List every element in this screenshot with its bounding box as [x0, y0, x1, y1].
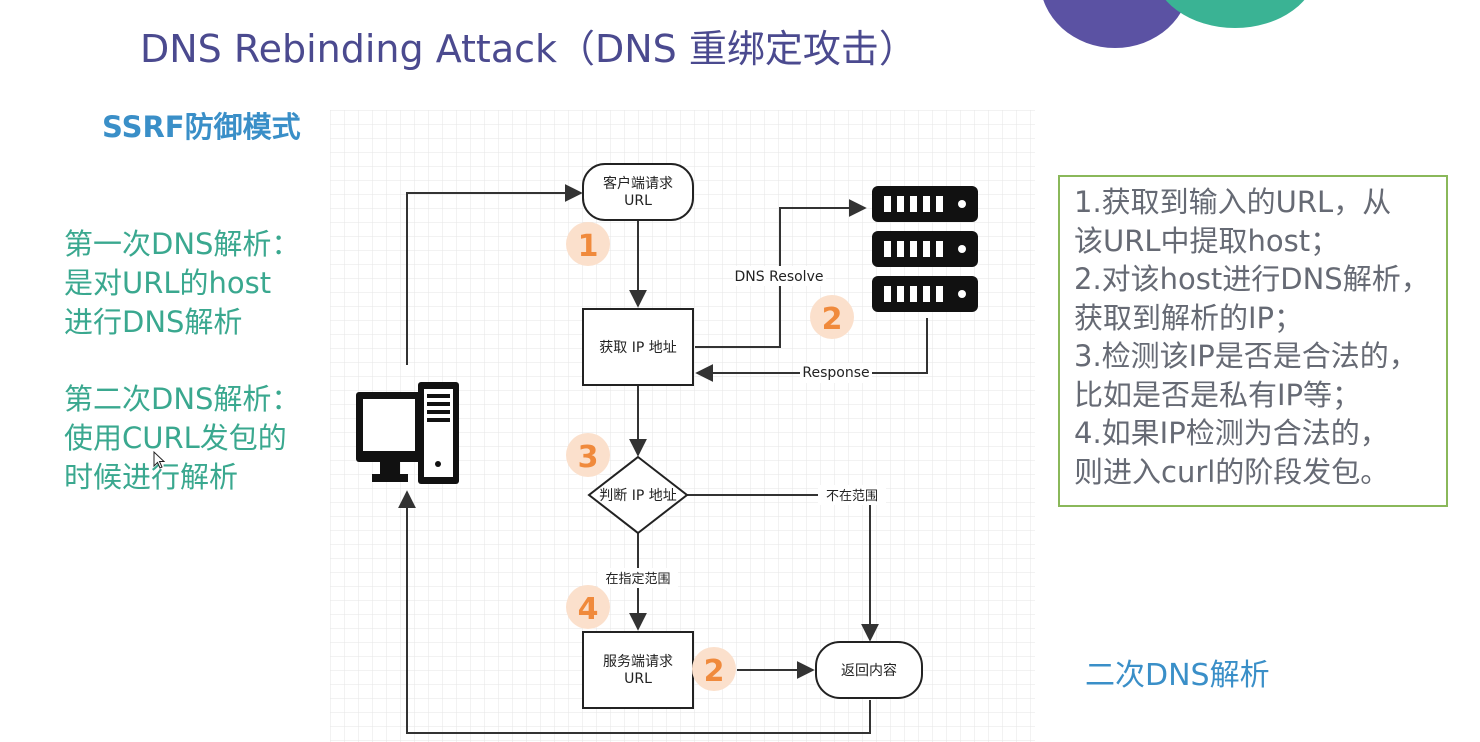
server-request-line2: URL [624, 671, 652, 687]
badge-second-dns-label: 2 [704, 654, 725, 689]
get-ip-node [582, 308, 694, 386]
computer-icon [356, 382, 459, 484]
step-badges: 1 2 3 4 2 [566, 222, 854, 691]
note-line: 是对URL的host [64, 266, 272, 300]
judge-ip-node [587, 455, 689, 535]
badge-step-3 [566, 433, 610, 477]
step-line: 1.获取到输入的URL，从 [1074, 185, 1392, 219]
connectors [398, 184, 928, 734]
step-line: 4.如果IP检测为合法的， [1074, 416, 1389, 450]
first-dns-note: 第一次DNS解析： 是对URL的host 进行DNS解析 [64, 225, 300, 342]
decorative-shapes [1043, 0, 1305, 48]
arrow-response [695, 318, 928, 382]
badge-step-1-label: 1 [578, 229, 599, 264]
step-line: 获取到解析的IP； [1074, 300, 1304, 335]
page-title: DNS Rebinding Attack（DNS 重绑定攻击） [140, 27, 917, 71]
decor-purple-shape [1043, 0, 1187, 48]
second-dns-note: 第二次DNS解析： 使用CURL发包的 时候进行解析 [64, 380, 300, 497]
server-icon [872, 186, 978, 312]
arrow-return-to-computer [398, 490, 871, 734]
step-line: 2.对该host进行DNS解析， [1074, 262, 1430, 296]
arrow-not-in-range [687, 494, 879, 642]
note-line: 时候进行解析 [64, 460, 239, 494]
badge-second-dns [692, 647, 736, 691]
judge-ip-label: 判断 IP 地址 [599, 488, 676, 504]
client-request-node [582, 163, 694, 221]
get-ip-label: 获取 IP 地址 [599, 340, 676, 356]
return-content-label: 返回内容 [841, 662, 897, 679]
client-request-line1: 客户端请求 [603, 175, 673, 192]
not-in-range-label: 不在范围 [826, 489, 878, 504]
badge-step-2-label: 2 [822, 302, 843, 337]
decor-green-shape [1165, 0, 1305, 28]
return-content-node [815, 641, 923, 699]
client-request-line2: URL [624, 193, 652, 209]
second-dns-label: 二次DNS解析 [1085, 658, 1270, 693]
note-line: 第一次DNS解析： [64, 227, 301, 261]
response-label: Response [802, 365, 869, 381]
in-range-label: 在指定范围 [605, 572, 670, 587]
step-line: 3.检测该IP是否是合法的， [1074, 339, 1418, 373]
steps-box: 1.获取到输入的URL，从 该URL中提取host； 2.对该host进行DNS… [1058, 175, 1448, 507]
badge-step-3-label: 3 [578, 440, 599, 475]
arrow-computer-to-client [406, 184, 583, 365]
badge-step-4 [566, 585, 610, 629]
step-line: 该URL中提取host； [1074, 223, 1340, 258]
section-subtitle: SSRF防御模式 [102, 110, 301, 144]
server-request-line1: 服务端请求 [603, 654, 673, 670]
mouse-cursor-icon [153, 450, 166, 469]
dns-resolve-label: DNS Resolve [735, 269, 824, 285]
step-line: 则进入curl的阶段发包。 [1074, 454, 1390, 489]
badge-step-1 [566, 222, 610, 266]
note-line: 第二次DNS解析： [64, 382, 301, 416]
badge-step-2 [810, 295, 854, 339]
note-line: 使用CURL发包的 [64, 421, 287, 455]
step-line: 比如是否是私有IP等； [1074, 377, 1362, 412]
server-request-node [582, 631, 694, 709]
note-line: 进行DNS解析 [64, 305, 243, 339]
badge-step-4-label: 4 [578, 592, 599, 627]
